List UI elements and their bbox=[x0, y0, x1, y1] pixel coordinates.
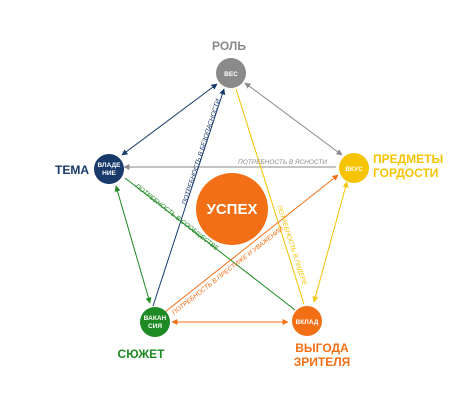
node-bottom-right-inner: ВКЛАД bbox=[296, 319, 319, 326]
edge-top-bottomleft bbox=[152, 88, 226, 307]
node-bottom-right bbox=[292, 306, 322, 336]
center-circle bbox=[196, 173, 268, 245]
edge-left-bottomleft bbox=[114, 185, 152, 304]
node-bottom-right-label-1: ВЫГОДА bbox=[295, 341, 349, 355]
edge-label-leader: ПОТРЕБНОСТЬ В ЛИДЕРЕ bbox=[275, 204, 308, 286]
node-left bbox=[94, 154, 124, 184]
node-left-label: ТЕМА bbox=[55, 163, 89, 177]
node-top-inner: ВЕС bbox=[224, 71, 238, 78]
node-bottom-right-label-2: ЗРИТЕЛЯ bbox=[294, 355, 351, 369]
node-right-label-2: ГОРДОСТИ bbox=[373, 166, 438, 180]
node-right-inner: ВКУС bbox=[345, 166, 363, 173]
edge-top-right bbox=[244, 82, 343, 156]
node-bottom-left-label: СЮЖЕТ bbox=[118, 347, 166, 361]
node-bottom-left bbox=[140, 307, 170, 337]
node-right bbox=[339, 153, 369, 183]
edge-top-left bbox=[121, 83, 218, 156]
node-left-inner-2: НИЕ bbox=[102, 170, 116, 177]
node-top bbox=[216, 58, 246, 88]
node-left-inner-1: ВЛАДЕ bbox=[98, 162, 122, 169]
node-bottom-left-inner-2: СИЯ bbox=[148, 323, 162, 330]
node-bottom-left-inner-1: ВАКАН bbox=[144, 315, 167, 322]
edge-right-bottomleft bbox=[164, 174, 339, 313]
edge-label-clarity: ПОТРЕБНОСТЬ В ЯСНОСТИ bbox=[238, 159, 327, 166]
center-label: УСПЕХ bbox=[207, 201, 258, 218]
edge-left-bottomright bbox=[124, 177, 296, 311]
edge-right-bottomright bbox=[312, 181, 349, 303]
edge-top-bottomright bbox=[235, 88, 305, 305]
node-top-label: РОЛЬ bbox=[212, 39, 246, 53]
node-right-label-1: ПРЕДМЕТЫ bbox=[373, 152, 443, 166]
